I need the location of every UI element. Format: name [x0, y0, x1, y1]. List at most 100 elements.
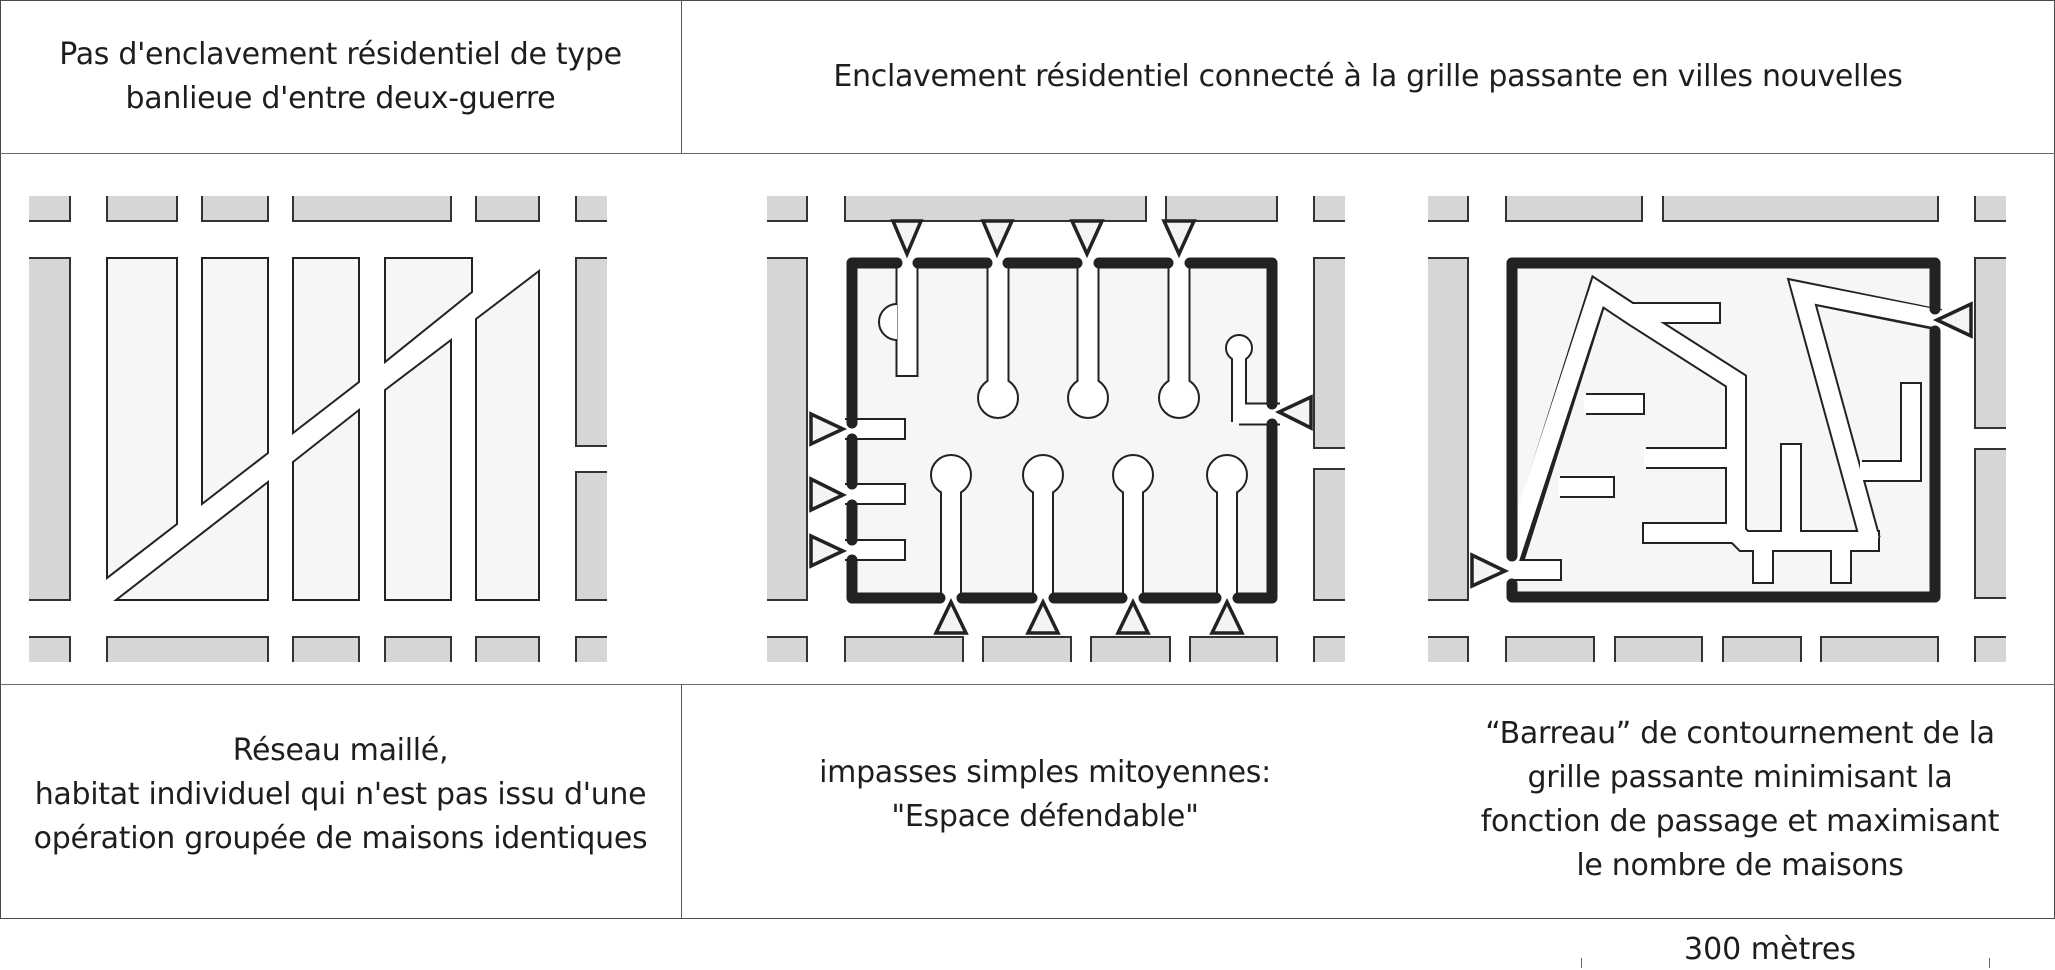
gate-triangle-icon [1069, 219, 1105, 259]
block-edge [1313, 257, 1345, 449]
surrounding-block [576, 472, 607, 600]
block-edge [106, 636, 269, 662]
surrounding-block [576, 637, 607, 662]
surrounding-block [29, 258, 70, 600]
scale-tick-right [1989, 958, 1990, 968]
surrounding-block [1314, 637, 1345, 662]
block-edge [29, 257, 71, 601]
gate-triangle-icon [1025, 597, 1061, 635]
surrounding-block [1428, 258, 1468, 600]
block-edge [1974, 636, 2006, 662]
turnaround-bump [878, 303, 898, 341]
surrounding-block [845, 637, 963, 662]
block-edge [1313, 636, 1345, 662]
surrounding-block [1506, 196, 1642, 221]
housing-lot [292, 257, 360, 436]
caption-line: fonction de passage et maximisant [1480, 804, 2000, 839]
surrounding-block [1314, 196, 1345, 221]
housing-lot [292, 407, 360, 601]
block-edge [1165, 196, 1278, 222]
block-edge [1505, 636, 1595, 662]
caption-line: le nombre de maisons [1576, 848, 1904, 883]
housing-lot [384, 337, 452, 601]
enclave-wall [1506, 325, 1941, 603]
block-edge [1090, 636, 1171, 662]
panel-2-cul-de-sac-diagram [767, 196, 1345, 662]
block-edge [982, 636, 1072, 662]
surrounding-block [1166, 196, 1277, 221]
surrounding-block [1615, 637, 1702, 662]
surrounding-block [107, 637, 268, 662]
block-edge [575, 196, 607, 222]
block-edge [575, 636, 607, 662]
caption-line: Réseau maillé, [232, 733, 449, 768]
gate-triangle-icon [1470, 552, 1510, 589]
cul-de-sac-street-fill [988, 256, 1189, 392]
block-edge [767, 636, 808, 662]
block-edge [575, 257, 607, 447]
header-col2-title: Enclavement résidentiel connecté à la gr… [682, 55, 2054, 99]
surrounding-block [1975, 449, 2006, 598]
surrounding-block [1314, 258, 1345, 448]
gate-triangle-icon [1209, 597, 1245, 635]
block-edge [292, 196, 452, 222]
surrounding-block [476, 637, 539, 662]
caption-line: habitat individuel qui n'est pas issu d'… [34, 777, 647, 812]
surrounding-block [1428, 196, 1468, 221]
gate-triangle-icon [933, 597, 969, 635]
surrounding-block [29, 637, 70, 662]
header-col1-title: Pas d'enclavement résidentiel de type ba… [0, 33, 681, 121]
header-divider [0, 153, 2055, 154]
surrounding-block [1190, 637, 1277, 662]
block-edge [1974, 448, 2006, 599]
surrounding-block [1663, 196, 1938, 221]
panel2-internal-streets [843, 256, 1282, 604]
surrounding-block [1975, 196, 2006, 221]
surrounding-block [202, 196, 268, 221]
dead-end-stub-fill [843, 420, 904, 559]
header-column-divider [681, 0, 682, 153]
gate-triangle-icon [890, 219, 924, 259]
surrounding-block [1975, 258, 2006, 428]
surrounding-block [767, 258, 807, 600]
block-edge [1313, 196, 1345, 222]
street-fills [1497, 277, 1946, 582]
panel1-bottom-blocks [29, 636, 607, 662]
surrounding-block [476, 196, 539, 221]
cul-de-sac-street-fill [942, 482, 1236, 604]
block-edge [1662, 196, 1939, 222]
caption-line: opération groupée de maisons identiques [33, 821, 648, 856]
block-edge [1313, 468, 1345, 601]
block-edge [1614, 636, 1703, 662]
scale-label: 300 mètres [1683, 932, 1856, 967]
gate-triangle-icon [1115, 597, 1151, 635]
surrounding-block [767, 637, 807, 662]
surrounding-block [385, 637, 451, 662]
block-edge [575, 471, 607, 601]
surrounding-block [1723, 637, 1801, 662]
gate-triangle-icon [809, 411, 848, 447]
housing-lot [475, 268, 540, 601]
block-edge [1505, 196, 1643, 222]
block-edge [29, 636, 71, 662]
block-edge [1428, 257, 1469, 601]
panel-1-grid-diagram [29, 196, 607, 662]
enclave-wall [846, 554, 946, 604]
gate-triangle-icon [809, 533, 848, 569]
surrounding-block [1091, 637, 1170, 662]
gate-triangle-icon [809, 476, 848, 513]
panel1-top-blocks [29, 196, 607, 222]
surrounding-block [1975, 637, 2006, 662]
surrounding-block [29, 196, 70, 221]
scale-tick-left [1581, 958, 1582, 968]
surrounding-block [576, 258, 607, 446]
block-edge [201, 196, 269, 222]
panel3-enclave-boundary [1506, 257, 1941, 603]
gate-triangle-icon [980, 219, 1015, 259]
panel2-enclave-boundary [846, 257, 1278, 604]
surrounding-block [1506, 637, 1594, 662]
housing-lot [201, 257, 269, 507]
panel3-bypass-streets [1497, 274, 1946, 584]
surrounding-block [1821, 637, 1938, 662]
